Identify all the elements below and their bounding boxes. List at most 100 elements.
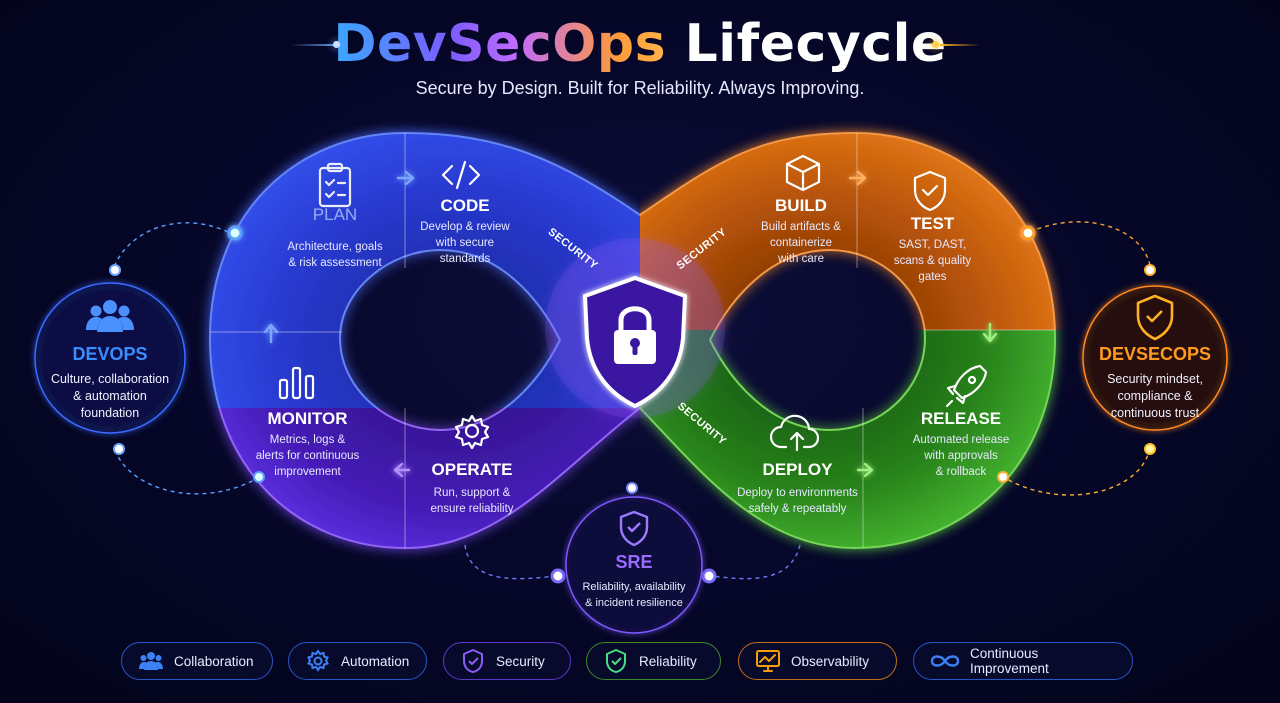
shield-check-icon — [619, 510, 649, 547]
users-icon — [86, 300, 134, 332]
stage-desc: & rollback — [935, 466, 987, 478]
legend-label: Security — [496, 653, 545, 669]
devops-desc: foundation — [80, 406, 140, 420]
legend-continuous-improvement: Continuous Improvement — [913, 642, 1133, 680]
legend-label: Collaboration — [174, 653, 254, 669]
connector-dots — [109, 225, 1156, 584]
devops-desc: Culture, collaboration — [50, 372, 170, 386]
page-title: DevSecOps Lifecycle — [0, 14, 1280, 74]
stage-desc: with secure — [435, 237, 495, 249]
center-lock-badge — [545, 238, 725, 418]
stage-desc: Run, support & — [433, 487, 511, 499]
legend-security: Security — [443, 642, 571, 680]
stage-title: RELEASE — [920, 409, 1002, 428]
sre-text: SRE Reliability, availability & incident… — [574, 552, 694, 611]
stage-desc: improvement — [274, 466, 341, 478]
stage-deploy: DEPLOY Deploy to environments safely & r… — [725, 460, 870, 517]
right-loop-top — [640, 131, 1056, 330]
legend-reliability: Reliability — [586, 642, 721, 680]
stage-desc: with approvals — [924, 450, 998, 462]
rocket-icon — [945, 364, 988, 408]
stage-desc: scans & quality — [893, 255, 972, 267]
devsecops-title: DEVSECOPS — [1098, 344, 1212, 364]
code-icon — [441, 160, 481, 190]
cube-icon — [785, 154, 821, 192]
devsecops-text: DEVSECOPS Security mindset, compliance &… — [1085, 344, 1225, 422]
stage-desc: & risk assessment — [288, 257, 382, 269]
chart-monitor-icon — [755, 648, 781, 674]
stage-desc: Deploy to environments — [737, 487, 858, 499]
stage-title: TEST — [910, 214, 955, 233]
stage-title: DEPLOY — [762, 460, 833, 479]
stage-icons — [278, 154, 988, 452]
stage-title: MONITOR — [267, 409, 348, 428]
devsecops-desc: continuous trust — [1110, 406, 1200, 420]
stage-desc: Build artifacts & — [761, 221, 841, 233]
left-loop-bottom — [218, 408, 640, 550]
legend-label: Continuous Improvement — [970, 646, 1049, 676]
infinity-icon — [930, 648, 960, 674]
title-dot-left — [333, 41, 340, 48]
gear-icon — [305, 648, 331, 674]
cloud-upload-icon — [769, 414, 820, 452]
devops-desc: & automation — [73, 389, 147, 403]
stage-desc: standards — [439, 253, 491, 265]
devsecops-desc: compliance & — [1117, 389, 1193, 403]
stage-desc: Architecture, goals — [287, 241, 383, 253]
title-deco-left — [290, 44, 340, 46]
legend-automation: Automation — [288, 642, 427, 680]
stage-title: BUILD — [775, 196, 827, 215]
title-devsecops: DevSecOps — [333, 14, 667, 74]
connector-arcs — [114, 221, 1151, 580]
stage-title: PLAN — [312, 205, 358, 224]
stage-plan: PLAN Architecture, goals & risk assessme… — [270, 205, 400, 271]
stage-desc: with care — [777, 253, 825, 265]
shield-check-icon — [460, 648, 486, 674]
stage-desc: safely & repeatably — [748, 503, 847, 515]
stage-desc: SAST, DAST, — [898, 239, 967, 251]
title-deco-right — [940, 44, 980, 46]
stage-code: CODE Develop & review with secure standa… — [410, 196, 520, 267]
stage-test: TEST SAST, DAST, scans & quality gates — [875, 214, 990, 285]
stage-title: OPERATE — [431, 460, 513, 479]
page-subtitle: Secure by Design. Built for Reliability.… — [415, 78, 865, 98]
stage-desc: gates — [918, 271, 947, 283]
title-lifecycle: Lifecycle — [684, 14, 947, 74]
flow-arrows — [263, 170, 998, 478]
stage-desc: ensure reliability — [430, 503, 514, 515]
clipboard-icon — [318, 162, 352, 208]
devsecops-desc: Security mindset, — [1107, 372, 1203, 386]
legend-observability: Observability — [738, 642, 897, 680]
stage-build: BUILD Build artifacts & containerize wit… — [745, 196, 857, 267]
devops-text: DEVOPS Culture, collaboration & automati… — [40, 344, 180, 422]
gear-icon — [454, 414, 490, 450]
stage-operate: OPERATE Run, support & ensure reliabilit… — [417, 460, 527, 517]
title-dot-right — [932, 41, 939, 48]
stage-desc: alerts for continuous — [255, 450, 360, 462]
sre-desc: & incident resilience — [585, 597, 683, 609]
stage-desc: Metrics, logs & — [269, 434, 346, 446]
sre-circle — [565, 496, 703, 634]
devsecops-circle — [1082, 285, 1228, 431]
devops-circle — [34, 282, 186, 434]
sre-title: SRE — [615, 552, 653, 572]
shield-check-icon — [603, 648, 629, 674]
shield-check-icon — [1136, 294, 1174, 341]
stage-desc: Automated release — [912, 434, 1010, 446]
legend-label: Reliability — [639, 653, 697, 669]
sre-desc: Reliability, availability — [582, 581, 686, 593]
stage-desc: containerize — [769, 237, 832, 249]
right-loop-bottom — [640, 330, 1057, 550]
stage-desc: Develop & review — [420, 221, 510, 233]
left-loop-top — [208, 131, 640, 408]
stage-title: CODE — [440, 196, 490, 215]
legend-label: Automation — [341, 653, 410, 669]
devops-title: DEVOPS — [72, 344, 148, 364]
stage-monitor: MONITOR Metrics, logs & alerts for conti… — [250, 409, 365, 480]
legend-label: Observability — [791, 653, 870, 669]
shield-check-icon — [913, 170, 947, 212]
bar-chart-icon — [278, 366, 315, 400]
stage-release: RELEASE Automated release with approvals… — [900, 409, 1022, 480]
users-icon — [138, 648, 164, 674]
